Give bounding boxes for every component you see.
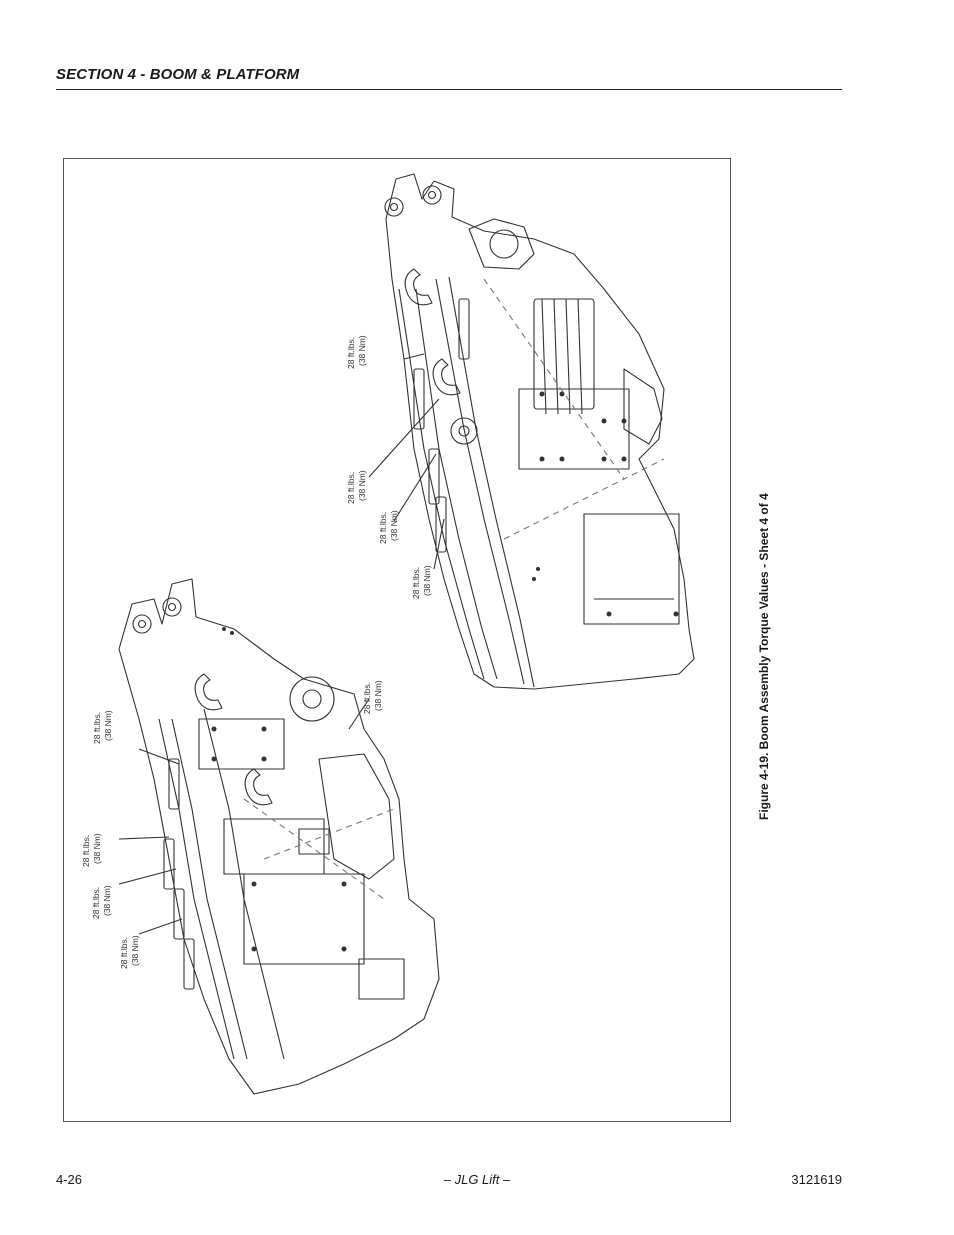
torque-label-upper-2: 28 ft.lbs. (38 Nm) — [346, 470, 367, 504]
torque-label-upper-1: 28 ft.lbs. (38 Nm) — [346, 335, 367, 369]
footer-brand: – JLG Lift – — [443, 1172, 511, 1187]
torque-value: 28 ft.lbs. — [81, 835, 91, 867]
torque-label-lower-3: 28 ft.lbs. (38 Nm) — [81, 833, 102, 867]
torque-label-upper-4: 28 ft.lbs. (38 Nm) — [411, 565, 432, 599]
boom-assembly-drawing: 28 ft.lbs. (38 Nm) 28 ft.lbs. (38 Nm) 28… — [81, 173, 695, 1095]
torque-value-metric: (38 Nm) — [92, 833, 102, 864]
torque-value-metric: (38 Nm) — [102, 885, 112, 916]
torque-value-metric: (38 Nm) — [357, 335, 367, 366]
torque-value-metric: (38 Nm) — [389, 510, 399, 541]
torque-value: 28 ft.lbs. — [119, 937, 129, 969]
torque-value-metric: (38 Nm) — [357, 470, 367, 501]
torque-value: 28 ft.lbs. — [346, 472, 356, 504]
header-rule — [56, 89, 842, 90]
torque-value-metric: (38 Nm) — [103, 710, 113, 741]
torque-value: 28 ft.lbs. — [378, 512, 388, 544]
document-number: 3121619 — [791, 1172, 842, 1187]
torque-value-metric: (38 Nm) — [130, 935, 140, 966]
torque-value: 28 ft.lbs. — [91, 887, 101, 919]
torque-label-lower-5: 28 ft.lbs. (38 Nm) — [119, 935, 140, 969]
torque-value: 28 ft.lbs. — [362, 682, 372, 714]
upper-boom-assembly — [368, 173, 695, 690]
lower-boom-assembly — [118, 578, 440, 1095]
torque-value-metric: (38 Nm) — [422, 565, 432, 596]
torque-value: 28 ft.lbs. — [346, 337, 356, 369]
figure-frame: 28 ft.lbs. (38 Nm) 28 ft.lbs. (38 Nm) 28… — [63, 158, 731, 1122]
torque-value: 28 ft.lbs. — [411, 567, 421, 599]
torque-value-metric: (38 Nm) — [373, 680, 383, 711]
torque-label-upper-3: 28 ft.lbs. (38 Nm) — [378, 510, 399, 544]
torque-value: 28 ft.lbs. — [92, 712, 102, 744]
torque-label-lower-2: 28 ft.lbs. (38 Nm) — [362, 680, 383, 714]
torque-label-lower-1: 28 ft.lbs. (38 Nm) — [92, 710, 113, 744]
figure-caption: Figure 4-19. Boom Assembly Torque Values… — [757, 493, 771, 820]
page-number: 4-26 — [56, 1172, 83, 1187]
torque-label-lower-4: 28 ft.lbs. (38 Nm) — [91, 885, 112, 919]
section-title: SECTION 4 - BOOM & PLATFORM — [56, 66, 300, 83]
